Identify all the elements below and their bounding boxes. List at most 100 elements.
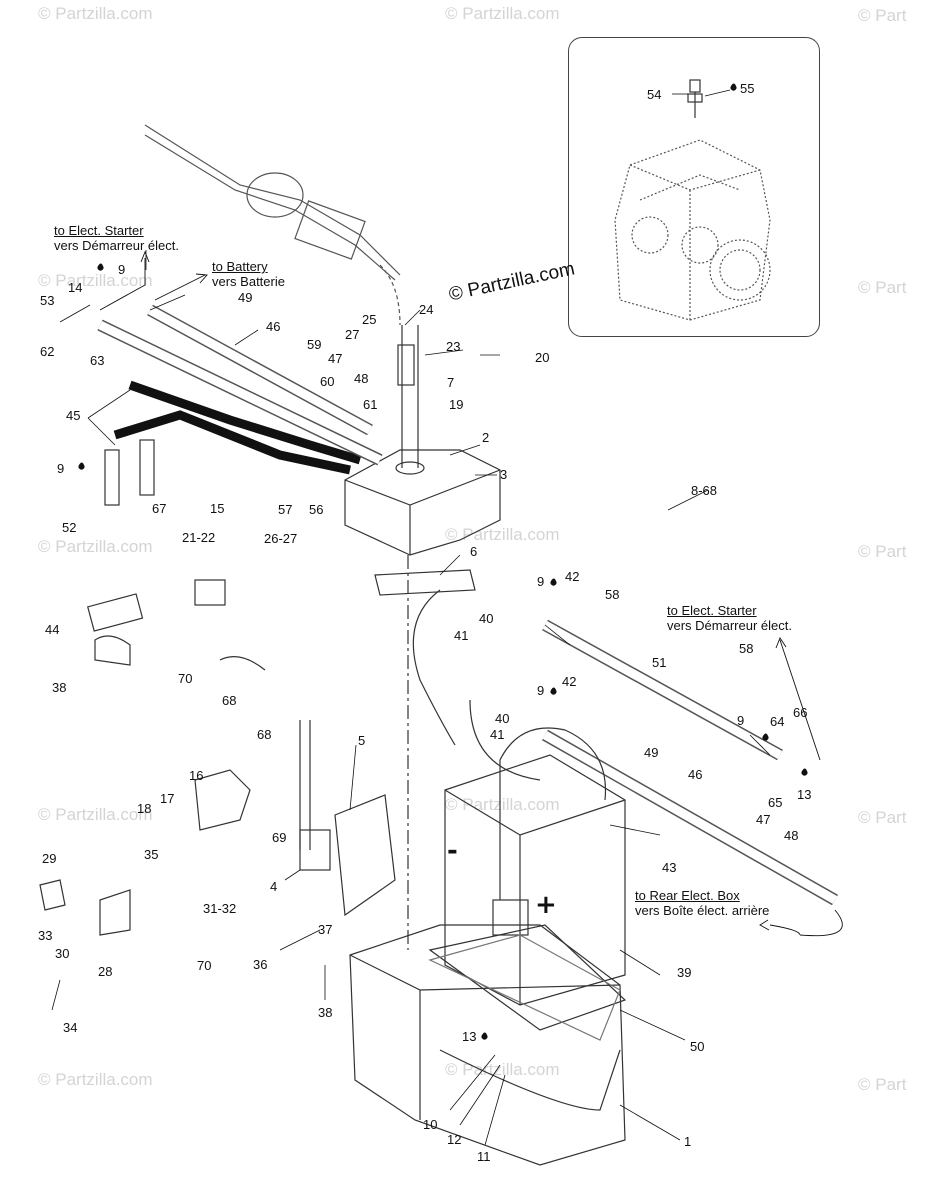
part-callout: 41	[454, 628, 469, 643]
part-callout: 7	[447, 375, 455, 390]
part-callout: 70	[178, 671, 193, 686]
part-callout: 53	[40, 293, 55, 308]
part-callout: 63	[90, 353, 105, 368]
part-callout: 28	[98, 964, 113, 979]
part-callout: 26-27	[264, 531, 298, 546]
note-battery: to Battery vers Batterie	[212, 259, 285, 289]
part-callout: 43	[662, 860, 677, 875]
fuse-holder	[194, 769, 251, 831]
part-callout: 24	[419, 302, 434, 317]
part-callout: 40	[495, 711, 510, 726]
part-callout: 35	[144, 847, 159, 862]
part-callout: 40	[479, 611, 494, 626]
spark-plug-leads	[113, 380, 362, 475]
part-callout: 38	[52, 680, 67, 695]
part-callout: 55	[740, 81, 755, 96]
ignition-coil-housing	[344, 325, 501, 556]
part-callout: 61	[363, 397, 378, 412]
part-callout: 30	[55, 946, 70, 961]
part-callout: 9	[118, 262, 126, 277]
part-callout: 29	[42, 851, 57, 866]
note-rear-elec-box: to Rear Elect. Box vers Boîte élect. arr…	[635, 888, 770, 918]
part-callout: 56	[309, 502, 324, 517]
part-callout: 11	[477, 1149, 491, 1164]
part-callout: 58	[605, 587, 620, 602]
cables-upper	[97, 304, 383, 466]
part-callout: 37	[318, 922, 333, 937]
part-callout: 9	[57, 461, 65, 476]
part-callout: 10	[423, 1117, 438, 1132]
part-callout: 49	[238, 290, 253, 305]
part-callout: 31-32	[203, 901, 237, 916]
part-callout: 64	[770, 714, 785, 729]
direction-arrows	[99, 250, 843, 937]
grommet	[374, 569, 476, 596]
part-callout: 44	[45, 622, 60, 637]
battery-positive-symbol: +	[535, 890, 557, 920]
watermark: © Partzilla.com	[445, 525, 560, 544]
part-callout: 59	[307, 337, 322, 352]
watermark: © Partzilla.com	[38, 537, 153, 556]
part-callout: 17	[160, 791, 175, 806]
part-callout: 34	[63, 1020, 78, 1035]
battery-box	[349, 924, 627, 1166]
part-callout: 68	[222, 693, 237, 708]
part-callout: 14	[68, 280, 83, 295]
fuse	[39, 879, 66, 911]
part-callout: 3	[500, 467, 508, 482]
part-callout: 15	[210, 501, 225, 516]
watermark: © Partzilla.com	[38, 271, 153, 290]
part-callout: 69	[272, 830, 287, 845]
watermark: © Part	[858, 542, 907, 561]
part-callout: 47	[756, 812, 771, 827]
part-callout: 48	[784, 828, 799, 843]
part-callout: 13	[462, 1029, 477, 1044]
part-callout: 68	[257, 727, 272, 742]
part-callout: 48	[354, 371, 369, 386]
part-callout: 16	[189, 768, 204, 783]
part-callout: 9	[537, 683, 545, 698]
watermark: © Part	[858, 278, 907, 297]
sealant-drop-icons	[78, 83, 808, 1040]
mounting-bracket	[334, 794, 396, 917]
part-callout: 54	[647, 87, 662, 102]
note-elec-starter-top: to Elect. Starter vers Démarreur élect.	[54, 223, 179, 253]
watermark: © Partzilla.com	[445, 795, 560, 814]
part-callout: 20	[535, 350, 550, 365]
connector	[99, 889, 131, 936]
watermark: © Part	[858, 6, 907, 25]
part-callout: 38	[318, 1005, 333, 1020]
engine-illustration	[614, 139, 771, 321]
part-callout: 9	[737, 713, 745, 728]
part-callout: 60	[320, 374, 335, 389]
part-callout: 46	[266, 319, 281, 334]
watermark: © Partzilla.com	[38, 4, 153, 23]
part-callout: 57	[278, 502, 293, 517]
part-callout: 62	[40, 344, 55, 359]
part-callout: 50	[690, 1039, 705, 1054]
engine-inset-frame	[568, 37, 820, 337]
watermark: © Partzilla.com	[38, 805, 153, 824]
part-callout: 70	[197, 958, 212, 973]
part-callout: 42	[565, 569, 580, 584]
part-callout: 52	[62, 520, 77, 535]
main-harness	[144, 124, 401, 326]
part-callout: 36	[253, 957, 268, 972]
part-callout: 65	[768, 795, 783, 810]
part-callout: 27	[345, 327, 360, 342]
watermark: © Part	[858, 1075, 907, 1094]
electrical-parts-left	[87, 579, 266, 671]
part-callout: 47	[328, 351, 343, 366]
watermark: © Partzilla.com	[445, 4, 560, 23]
starter-solenoid	[299, 829, 331, 871]
battery	[444, 727, 626, 1006]
temperature-sensor	[687, 79, 703, 118]
part-callout: 13	[797, 787, 812, 802]
part-callout: 42	[562, 674, 577, 689]
part-callout: 12	[447, 1132, 462, 1147]
part-callout: 19	[449, 397, 464, 412]
part-callout: 21-22	[182, 530, 216, 545]
leader-lines	[51, 89, 771, 1146]
